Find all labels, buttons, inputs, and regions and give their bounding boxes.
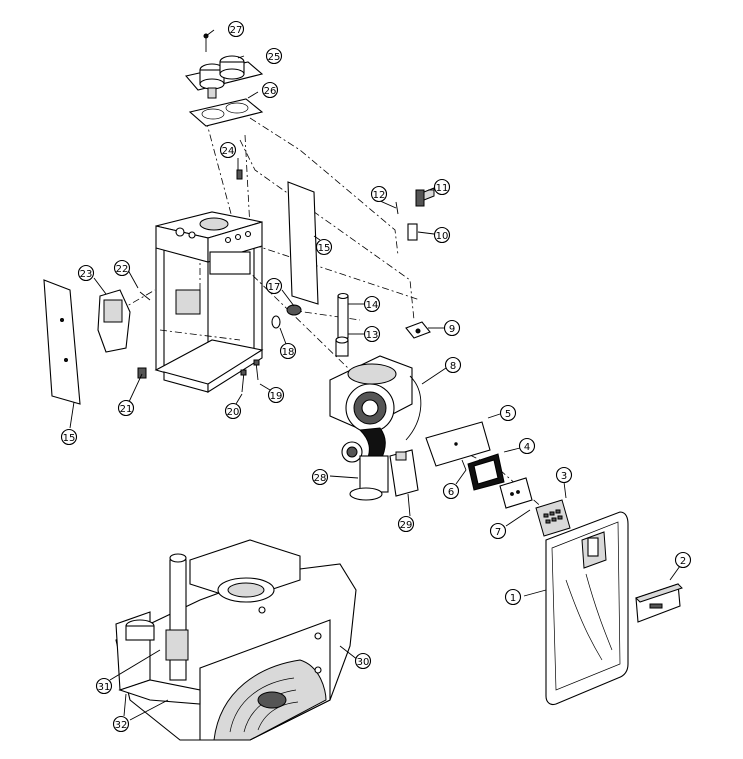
svg-text:23: 23 [80, 269, 93, 280]
callout-28: 28 [311, 468, 329, 486]
tube-14 [337, 292, 349, 339]
side-panel-left [43, 279, 81, 405]
washer-18 [271, 315, 281, 329]
svg-text:11: 11 [436, 183, 449, 194]
svg-text:17: 17 [268, 282, 281, 293]
svg-text:22: 22 [116, 264, 129, 275]
callout-10: 10 [433, 226, 451, 244]
callout-21: 21 [117, 399, 135, 417]
callout-26: 26 [261, 81, 279, 99]
svg-text:14: 14 [366, 300, 379, 311]
callout-30: 30 [354, 652, 372, 670]
svg-text:10: 10 [436, 231, 449, 242]
svg-text:28: 28 [314, 473, 327, 484]
callout-7: 7 [489, 522, 507, 540]
svg-text:4: 4 [524, 442, 530, 453]
flue-gasket [188, 98, 264, 127]
callouts: 1 2 3 4 5 6 7 8 9 10 11 12 13 14 15 15 1… [60, 20, 692, 733]
svg-text:20: 20 [227, 407, 240, 418]
svg-text:26: 26 [264, 86, 277, 97]
callout-29: 29 [397, 515, 415, 533]
svg-text:21: 21 [120, 404, 133, 415]
callout-12: 12 [370, 185, 388, 203]
callout-31: 31 [95, 677, 113, 695]
sensor-11 [415, 187, 435, 207]
svg-text:9: 9 [449, 324, 455, 335]
callout-17: 17 [265, 277, 283, 295]
sleeve-13 [335, 336, 349, 357]
svg-text:25: 25 [268, 52, 281, 63]
gasket-9 [405, 321, 431, 339]
panel-plate-5 [425, 421, 491, 467]
svg-text:27: 27 [230, 25, 243, 36]
svg-text:8: 8 [450, 361, 456, 372]
callout-2: 2 [674, 551, 692, 569]
callout-20: 20 [224, 402, 242, 420]
screw-6 [461, 459, 467, 471]
cap-2 [635, 583, 683, 623]
callout-9: 9 [443, 319, 461, 337]
callout-23: 23 [77, 264, 95, 282]
callout-6: 6 [442, 482, 460, 500]
svg-text:2: 2 [680, 556, 686, 567]
controller-3 [535, 499, 571, 537]
side-panel-right [287, 181, 319, 305]
callout-24: 24 [219, 141, 237, 159]
svg-text:1: 1 [510, 593, 516, 604]
callout-4: 4 [518, 437, 536, 455]
svg-text:15: 15 [63, 433, 76, 444]
flue-adapter [184, 55, 264, 99]
front-cover [545, 511, 629, 706]
callout-8: 8 [444, 356, 462, 374]
svg-text:6: 6 [448, 487, 454, 498]
callout-22: 22 [113, 259, 131, 277]
clip-21 [137, 367, 147, 379]
callout-25: 25 [265, 47, 283, 65]
callout-14: 14 [363, 295, 381, 313]
gas-valve-29 [389, 449, 419, 497]
callout-15-right: 15 [315, 238, 333, 256]
callout-5: 5 [499, 404, 517, 422]
callout-27: 27 [227, 20, 245, 38]
svg-text:12: 12 [373, 190, 386, 201]
keypad-membrane [499, 477, 533, 509]
callout-19: 19 [267, 386, 285, 404]
callout-13: 13 [363, 325, 381, 343]
nipple-17 [286, 304, 302, 316]
screw-12 [395, 201, 399, 215]
screw-19 [253, 359, 260, 381]
leader-lines [69, 29, 681, 721]
svg-text:18: 18 [282, 347, 295, 358]
svg-text:24: 24 [222, 146, 235, 157]
screw-24 [236, 169, 243, 180]
svg-text:30: 30 [357, 657, 370, 668]
callout-11: 11 [433, 178, 451, 196]
svg-text:29: 29 [400, 520, 413, 531]
display-frame-4 [467, 453, 505, 491]
svg-text:7: 7 [495, 527, 501, 538]
callout-32: 32 [112, 715, 130, 733]
boiler-body [115, 539, 357, 741]
svg-text:3: 3 [561, 471, 567, 482]
callout-1: 1 [504, 588, 522, 606]
callout-15-left: 15 [60, 428, 78, 446]
sleeve-10 [407, 223, 418, 241]
svg-text:5: 5 [505, 409, 511, 420]
svg-text:31: 31 [98, 682, 111, 693]
fan-assembly [329, 355, 422, 501]
screw-27 [203, 33, 209, 52]
svg-text:13: 13 [366, 330, 379, 341]
svg-text:32: 32 [115, 720, 128, 731]
svg-text:19: 19 [270, 391, 283, 402]
control-box-23 [97, 289, 131, 353]
screw-22 [139, 291, 151, 301]
callout-3: 3 [555, 466, 573, 484]
boiler-frame [154, 211, 264, 393]
svg-text:15: 15 [318, 243, 331, 254]
screw-20 [240, 369, 247, 393]
callout-18: 18 [279, 342, 297, 360]
